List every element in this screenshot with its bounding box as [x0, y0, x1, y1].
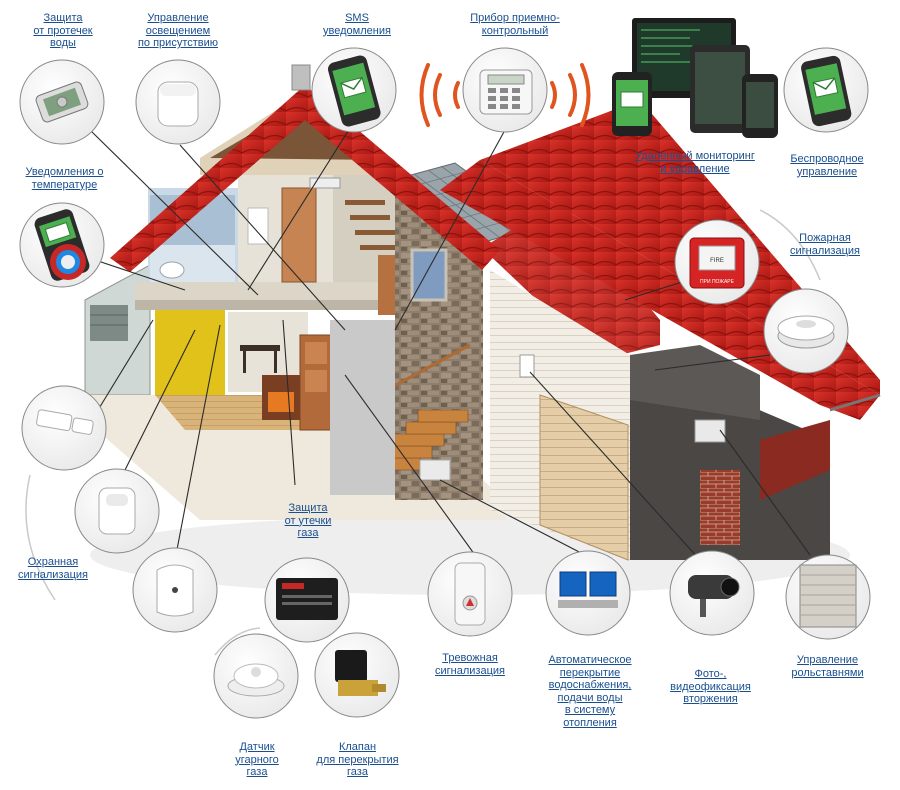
carbon-monoxide-sensor-icon[interactable] — [213, 633, 299, 719]
fire-alarm-button-icon[interactable]: FIRE ПРИ ПОЖАРЕ — [674, 219, 760, 305]
fire-group-arc — [759, 209, 821, 281]
connector-lines — [89, 119, 811, 561]
label-fire-alarm[interactable]: Пожарная сигнализация — [790, 232, 860, 257]
gas-group-arc — [214, 627, 261, 656]
fire-button-caption: FIRE — [710, 258, 724, 264]
security-camera-icon[interactable] — [669, 550, 755, 636]
label-panic-alarm[interactable]: Тревожная сигнализация — [435, 652, 505, 677]
presence-sensor-icon[interactable] — [135, 59, 221, 145]
security-group-arc — [25, 474, 56, 601]
label-sms-notifications[interactable]: SMS уведомления — [323, 12, 391, 37]
label-remote-monitoring[interactable]: Удаленный мониторинг и управление — [635, 150, 755, 175]
motion-sensor-icon[interactable] — [74, 468, 160, 554]
house — [84, 64, 881, 595]
sms-phone-icon[interactable] — [311, 47, 397, 133]
label-control-panel[interactable]: Прибор приемно- контрольный — [470, 12, 560, 37]
roller-shutters-icon[interactable] — [785, 554, 871, 640]
remote-devices-icon[interactable] — [612, 18, 778, 138]
gas-leak-controller-icon[interactable] — [264, 557, 350, 643]
label-presence-lighting[interactable]: Управление освещением по присутствию — [137, 12, 219, 49]
label-water-shutoff[interactable]: Автоматическое перекрытие водоснабжения,… — [548, 654, 632, 729]
label-gas-leak-protection[interactable]: Защита от утечки газа — [284, 502, 332, 539]
water-shutoff-valve-icon[interactable] — [545, 550, 631, 636]
door-sensor-icon[interactable] — [21, 385, 107, 471]
panic-button-icon[interactable] — [427, 551, 513, 637]
label-temperature-notifications[interactable]: Уведомления о температуре — [25, 166, 104, 191]
control-panel-keypad-icon[interactable] — [462, 47, 548, 133]
motion-sensor-wide-icon[interactable] — [132, 547, 218, 633]
gas-valve-icon[interactable] — [314, 632, 400, 718]
label-wireless-control[interactable]: Беспроводное управление — [790, 153, 864, 178]
smoke-detector-icon[interactable] — [763, 288, 849, 374]
signal-waves — [419, 63, 591, 127]
label-water-leak[interactable]: Защита от протечек воды — [33, 12, 93, 49]
label-intrusion-recording[interactable]: Фото-, видеофиксация вторжения — [670, 668, 751, 705]
wireless-phone-icon[interactable] — [783, 47, 869, 133]
label-gas-valve[interactable]: Клапан для перекрытия газа — [316, 741, 399, 778]
fire-button-text: ПРИ ПОЖАРЕ — [700, 279, 735, 285]
label-co-sensor[interactable]: Датчик угарного газа — [235, 741, 279, 778]
temperature-notification-icon[interactable] — [19, 202, 105, 288]
label-security-alarm[interactable]: Охранная сигнализация — [18, 556, 88, 581]
water-leak-sensor-icon[interactable] — [19, 59, 105, 145]
label-roller-shutters[interactable]: Управление рольставнями — [791, 654, 864, 679]
